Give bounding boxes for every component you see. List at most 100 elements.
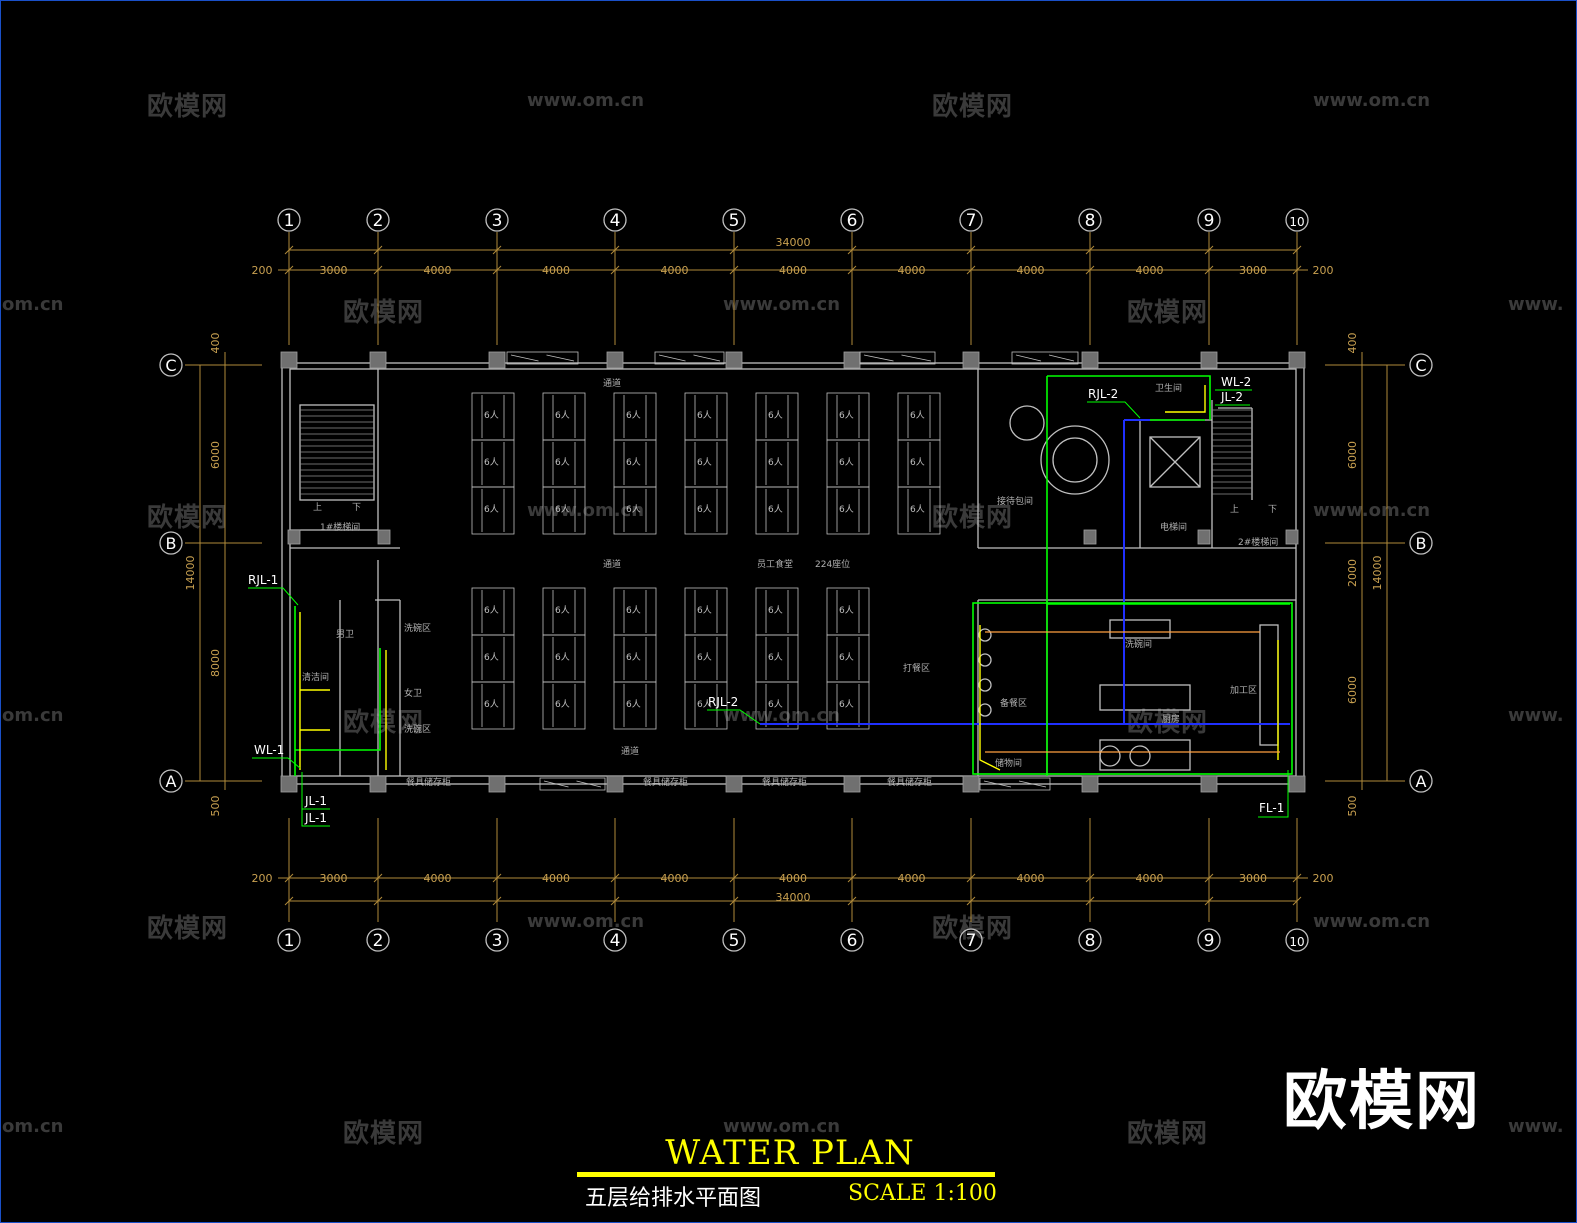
table-label: 6人 — [768, 410, 783, 421]
column — [287, 529, 301, 545]
riser-label-wl1: WL-1 — [254, 743, 284, 757]
drawing-title-english: WATER PLAN — [665, 1133, 915, 1173]
room-label: 男卫 — [336, 629, 354, 640]
room-label: 清洁间 — [302, 671, 329, 683]
axis-number: 2 — [373, 931, 384, 951]
dimension-tick — [1292, 265, 1302, 275]
watermark-brand: 欧模网 — [932, 92, 1014, 122]
table-label: 6人 — [697, 652, 712, 663]
axis-bubble — [1197, 928, 1221, 952]
watermark-url: www.om.cn — [1313, 500, 1431, 521]
dimension-tick — [492, 265, 502, 275]
watermark-brand: 欧模网 — [932, 503, 1014, 533]
dimension-label: 3000 — [320, 872, 348, 885]
dimension-total: 34000 — [776, 891, 811, 904]
dimension-tick — [284, 245, 294, 255]
dimension-tick — [284, 265, 294, 275]
axis-bubble — [1409, 531, 1433, 555]
gas-pipes — [985, 631, 1280, 753]
table-label: 6人 — [697, 410, 712, 421]
axis-bubble — [959, 208, 983, 232]
watermark-url: www.om.cn — [527, 90, 645, 111]
axis-number: 9 — [1204, 211, 1215, 231]
dimension-tick — [729, 245, 739, 255]
axis-number: 10 — [1289, 935, 1304, 949]
dimension-total: 14000 — [184, 556, 197, 591]
watermark-url: www.om.cn — [527, 500, 645, 521]
table-label: 6人 — [484, 410, 499, 421]
dimension-label: 4000 — [424, 872, 452, 885]
axis-bubble — [159, 353, 183, 377]
title-underline — [577, 1172, 995, 1177]
dining-table — [471, 681, 515, 730]
dining-table — [755, 681, 799, 730]
watermark-brand: 欧模网 — [147, 503, 229, 533]
watermark-url: www. — [1508, 294, 1564, 315]
dimension-label: 4000 — [898, 872, 926, 885]
dimension-end: 200 — [252, 872, 273, 885]
dimension-tick — [729, 873, 739, 883]
column — [843, 351, 861, 369]
windows — [506, 351, 1079, 791]
room-label: 厨房 — [1162, 713, 1180, 725]
room-label: 洗碗间 — [1125, 638, 1152, 650]
table-label: 6人 — [484, 652, 499, 663]
dimension-tick — [847, 896, 857, 906]
room-labels: 1#楼梯间 2#楼梯间 通道 通道 通道 员工食堂 224座位 打餐区 男卫 清… — [302, 377, 1278, 788]
table-label: 6人 — [839, 652, 854, 663]
window-mark — [510, 354, 539, 362]
dining-table — [826, 681, 870, 730]
axis-number: 2 — [373, 211, 384, 231]
room-label: 洗碗区 — [404, 622, 431, 634]
dimension-label: 4000 — [1136, 264, 1164, 277]
brand-logo: 欧模网 — [1283, 1065, 1481, 1139]
table-label: 6人 — [626, 652, 641, 663]
riser-label-wl2: WL-2 — [1221, 375, 1251, 389]
column — [962, 351, 980, 369]
column — [369, 351, 387, 369]
column — [1200, 351, 1218, 369]
axis-bubble — [722, 208, 746, 232]
dimension-tick — [1204, 873, 1214, 883]
table-label: 6人 — [768, 504, 783, 515]
window-mark — [543, 780, 569, 788]
dimension-label: 500 — [1346, 796, 1359, 817]
axis-bubble — [603, 208, 627, 232]
riser-leaders — [248, 389, 1289, 827]
dimension-tick — [1292, 896, 1302, 906]
dining-table — [826, 486, 870, 535]
drawing-title-chinese: 五层给排水平面图 — [585, 1186, 762, 1211]
table-label: 6人 — [555, 410, 570, 421]
room-label: 卫生间 — [1155, 382, 1182, 394]
dimension-tick — [966, 245, 976, 255]
room-label: 餐具储存柜 — [887, 776, 932, 788]
drawing-scale: SCALE 1:100 — [848, 1181, 997, 1206]
building-walls — [281, 362, 1305, 785]
watermark-url: www. — [1508, 1116, 1564, 1137]
room-label: 储物间 — [995, 757, 1022, 769]
table-label: 6人 — [910, 504, 925, 515]
watermark-brand: 欧模网 — [343, 1119, 425, 1149]
watermark-url: www.om.cn — [723, 294, 841, 315]
axis-number: 3 — [492, 931, 503, 951]
axis-number: 8 — [1085, 211, 1096, 231]
column — [606, 775, 624, 793]
room-label: 餐具储存柜 — [406, 776, 451, 788]
dining-table — [471, 486, 515, 535]
axis-grid-lines — [185, 232, 1405, 922]
dimension-end: 200 — [1313, 872, 1334, 885]
dimension-end: 200 — [1313, 264, 1334, 277]
watermark-url: om.cn — [2, 1116, 64, 1137]
dimension-tick — [1085, 265, 1095, 275]
dimension-label: 6000 — [209, 441, 222, 469]
dimension-label: 3000 — [1239, 264, 1267, 277]
dimension-label: 4000 — [1017, 872, 1045, 885]
dimension-label: 500 — [209, 796, 222, 817]
axis-number: 7 — [966, 211, 977, 231]
axis-bubble — [277, 208, 301, 232]
dimension-label: 4000 — [1136, 872, 1164, 885]
dimension-tick — [729, 896, 739, 906]
table-label: 6人 — [910, 457, 925, 468]
dimension-label: 4000 — [542, 264, 570, 277]
